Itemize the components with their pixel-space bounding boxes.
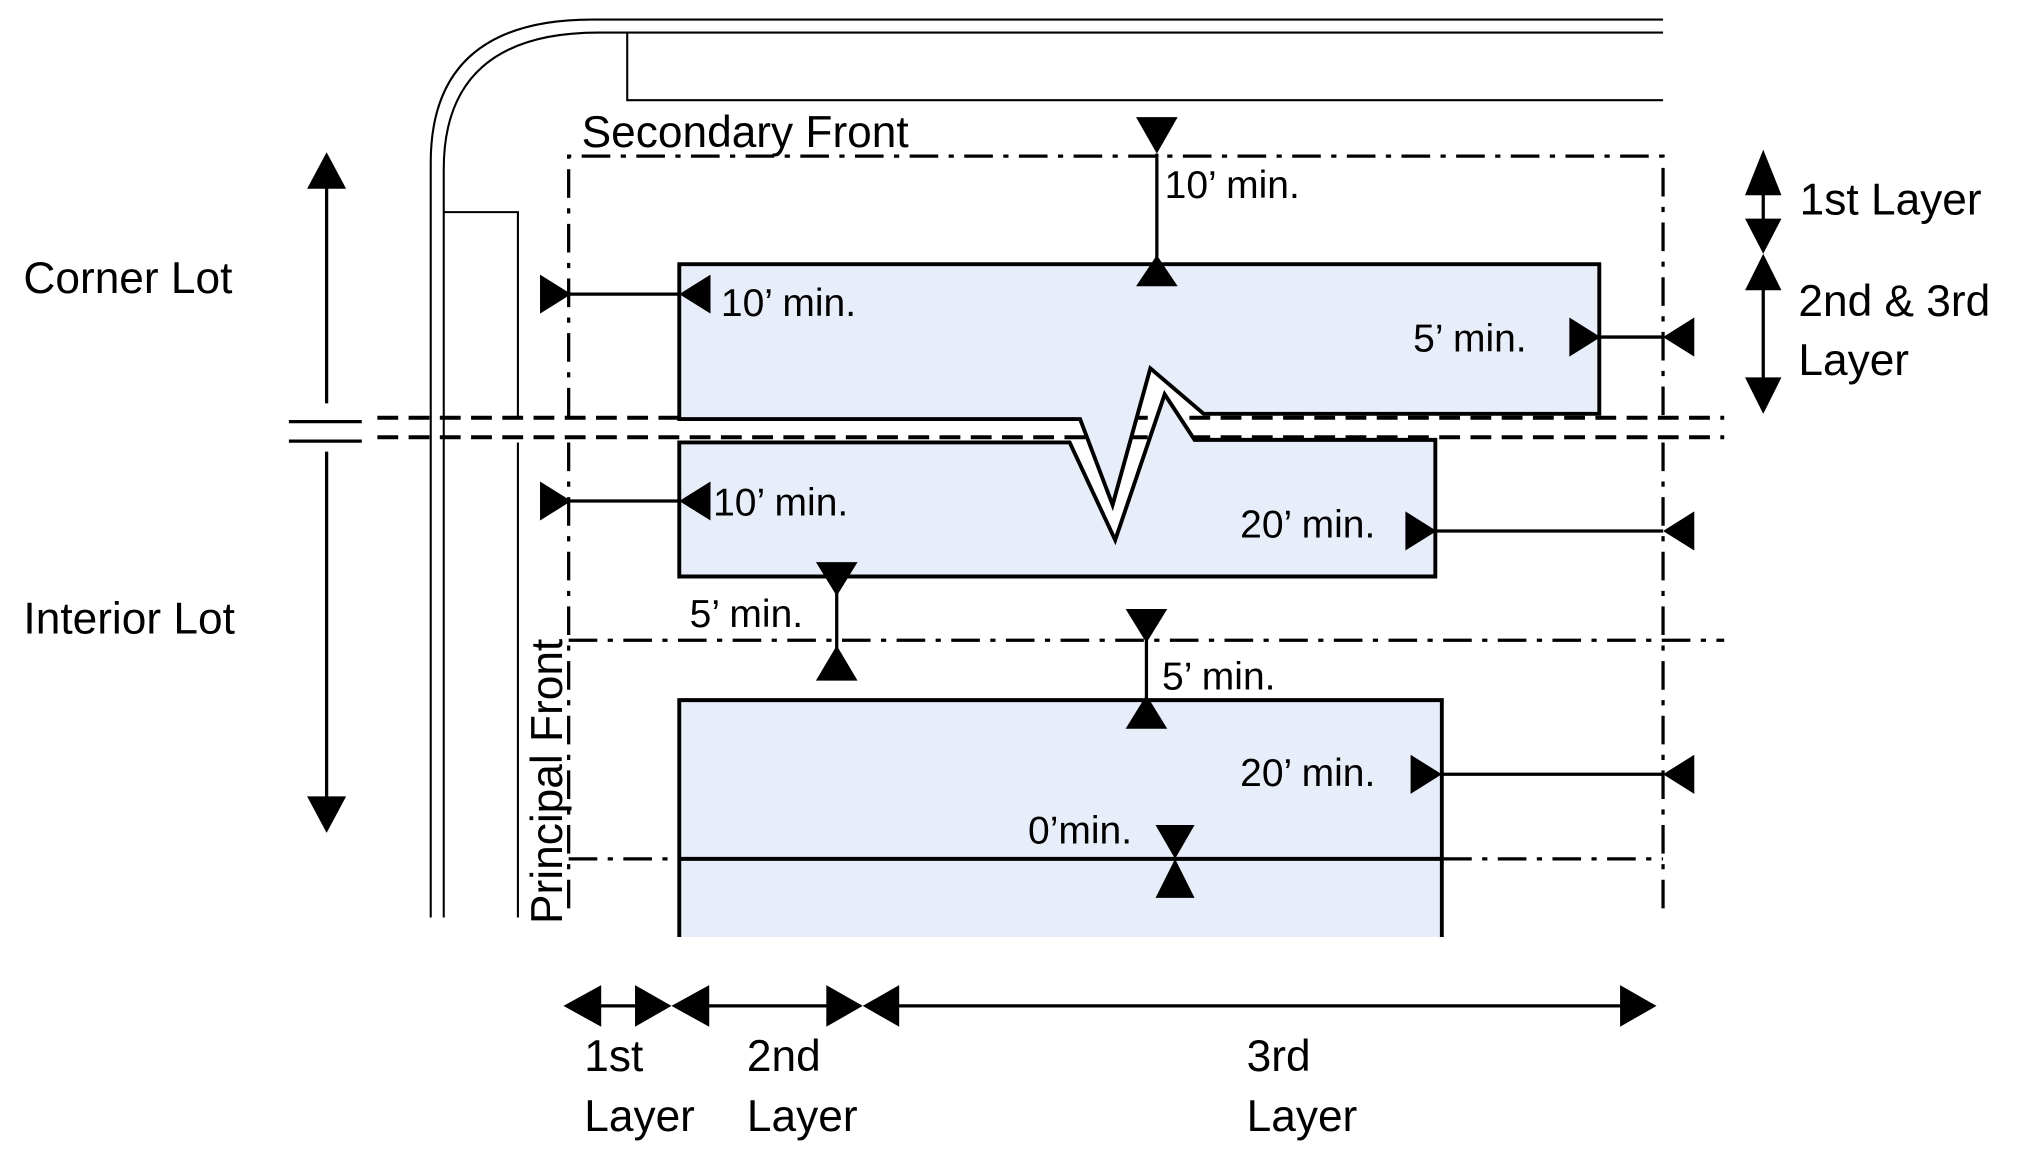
horizontal-layer-3-line2: Layer (1247, 1092, 1358, 1141)
interior-lot-label: Interior Lot (23, 595, 234, 644)
dim-interior-side-center-label: 5’ min. (1162, 656, 1275, 699)
dim-interior-rear-upper-label: 20’ min. (1240, 503, 1375, 546)
corner-building (677, 262, 1602, 512)
horizontal-layer-2-line2: Layer (747, 1092, 858, 1141)
secondary-front-label: Secondary Front (582, 108, 909, 157)
dim-interior-principal-front (540, 481, 711, 521)
corner-lot-boundary (567, 154, 1665, 417)
break-lines (288, 415, 1725, 443)
dim-interior-rear-lower-label: 20’ min. (1240, 752, 1375, 795)
road-curb (429, 18, 1664, 918)
dim-interior-side-left (815, 562, 858, 681)
dim-interior-side-left-label: 5’ min. (690, 593, 803, 636)
dim-interior-rear-lower (1410, 754, 1695, 794)
vertical-layer-1-label: 1st Layer (1800, 176, 1982, 225)
horizontal-layer-3-line1: 3rd (1247, 1032, 1311, 1081)
dim-corner-side (1569, 317, 1695, 357)
interior-lot-arrow (307, 451, 347, 833)
vertical-layer-arrows (1745, 149, 1782, 414)
principal-front-label: Principal Front (523, 639, 572, 924)
dim-secondary-front (1136, 117, 1178, 287)
dim-interior-rear-upper (1405, 511, 1695, 551)
interior-building-upper (677, 389, 1438, 579)
vertical-layer-23-label-line1: 2nd & 3rd (1798, 277, 1990, 326)
horizontal-layer-arrows (563, 985, 1657, 1027)
dim-party-wall (1155, 825, 1195, 898)
dim-party-wall-label: 0’min. (1028, 809, 1132, 852)
dim-secondary-front-label: 10’ min. (1165, 164, 1300, 207)
horizontal-layer-1-line1: 1st (584, 1032, 643, 1081)
interior-building-lower (677, 698, 1444, 937)
dim-corner-principal-front (540, 274, 711, 314)
dim-interior-side-center (1125, 609, 1168, 729)
corner-lot-arrow (307, 152, 347, 404)
corner-lot-label: Corner Lot (23, 254, 232, 303)
vertical-layer-23-label-line2: Layer (1798, 336, 1909, 385)
dim-interior-principal-front-label: 10’ min. (713, 481, 848, 524)
dim-corner-principal-front-label: 10’ min. (721, 282, 856, 325)
horizontal-layer-2-line1: 2nd (747, 1032, 821, 1081)
horizontal-layer-1-line2: Layer (584, 1092, 695, 1141)
dim-corner-side-label: 5’ min. (1413, 317, 1526, 360)
